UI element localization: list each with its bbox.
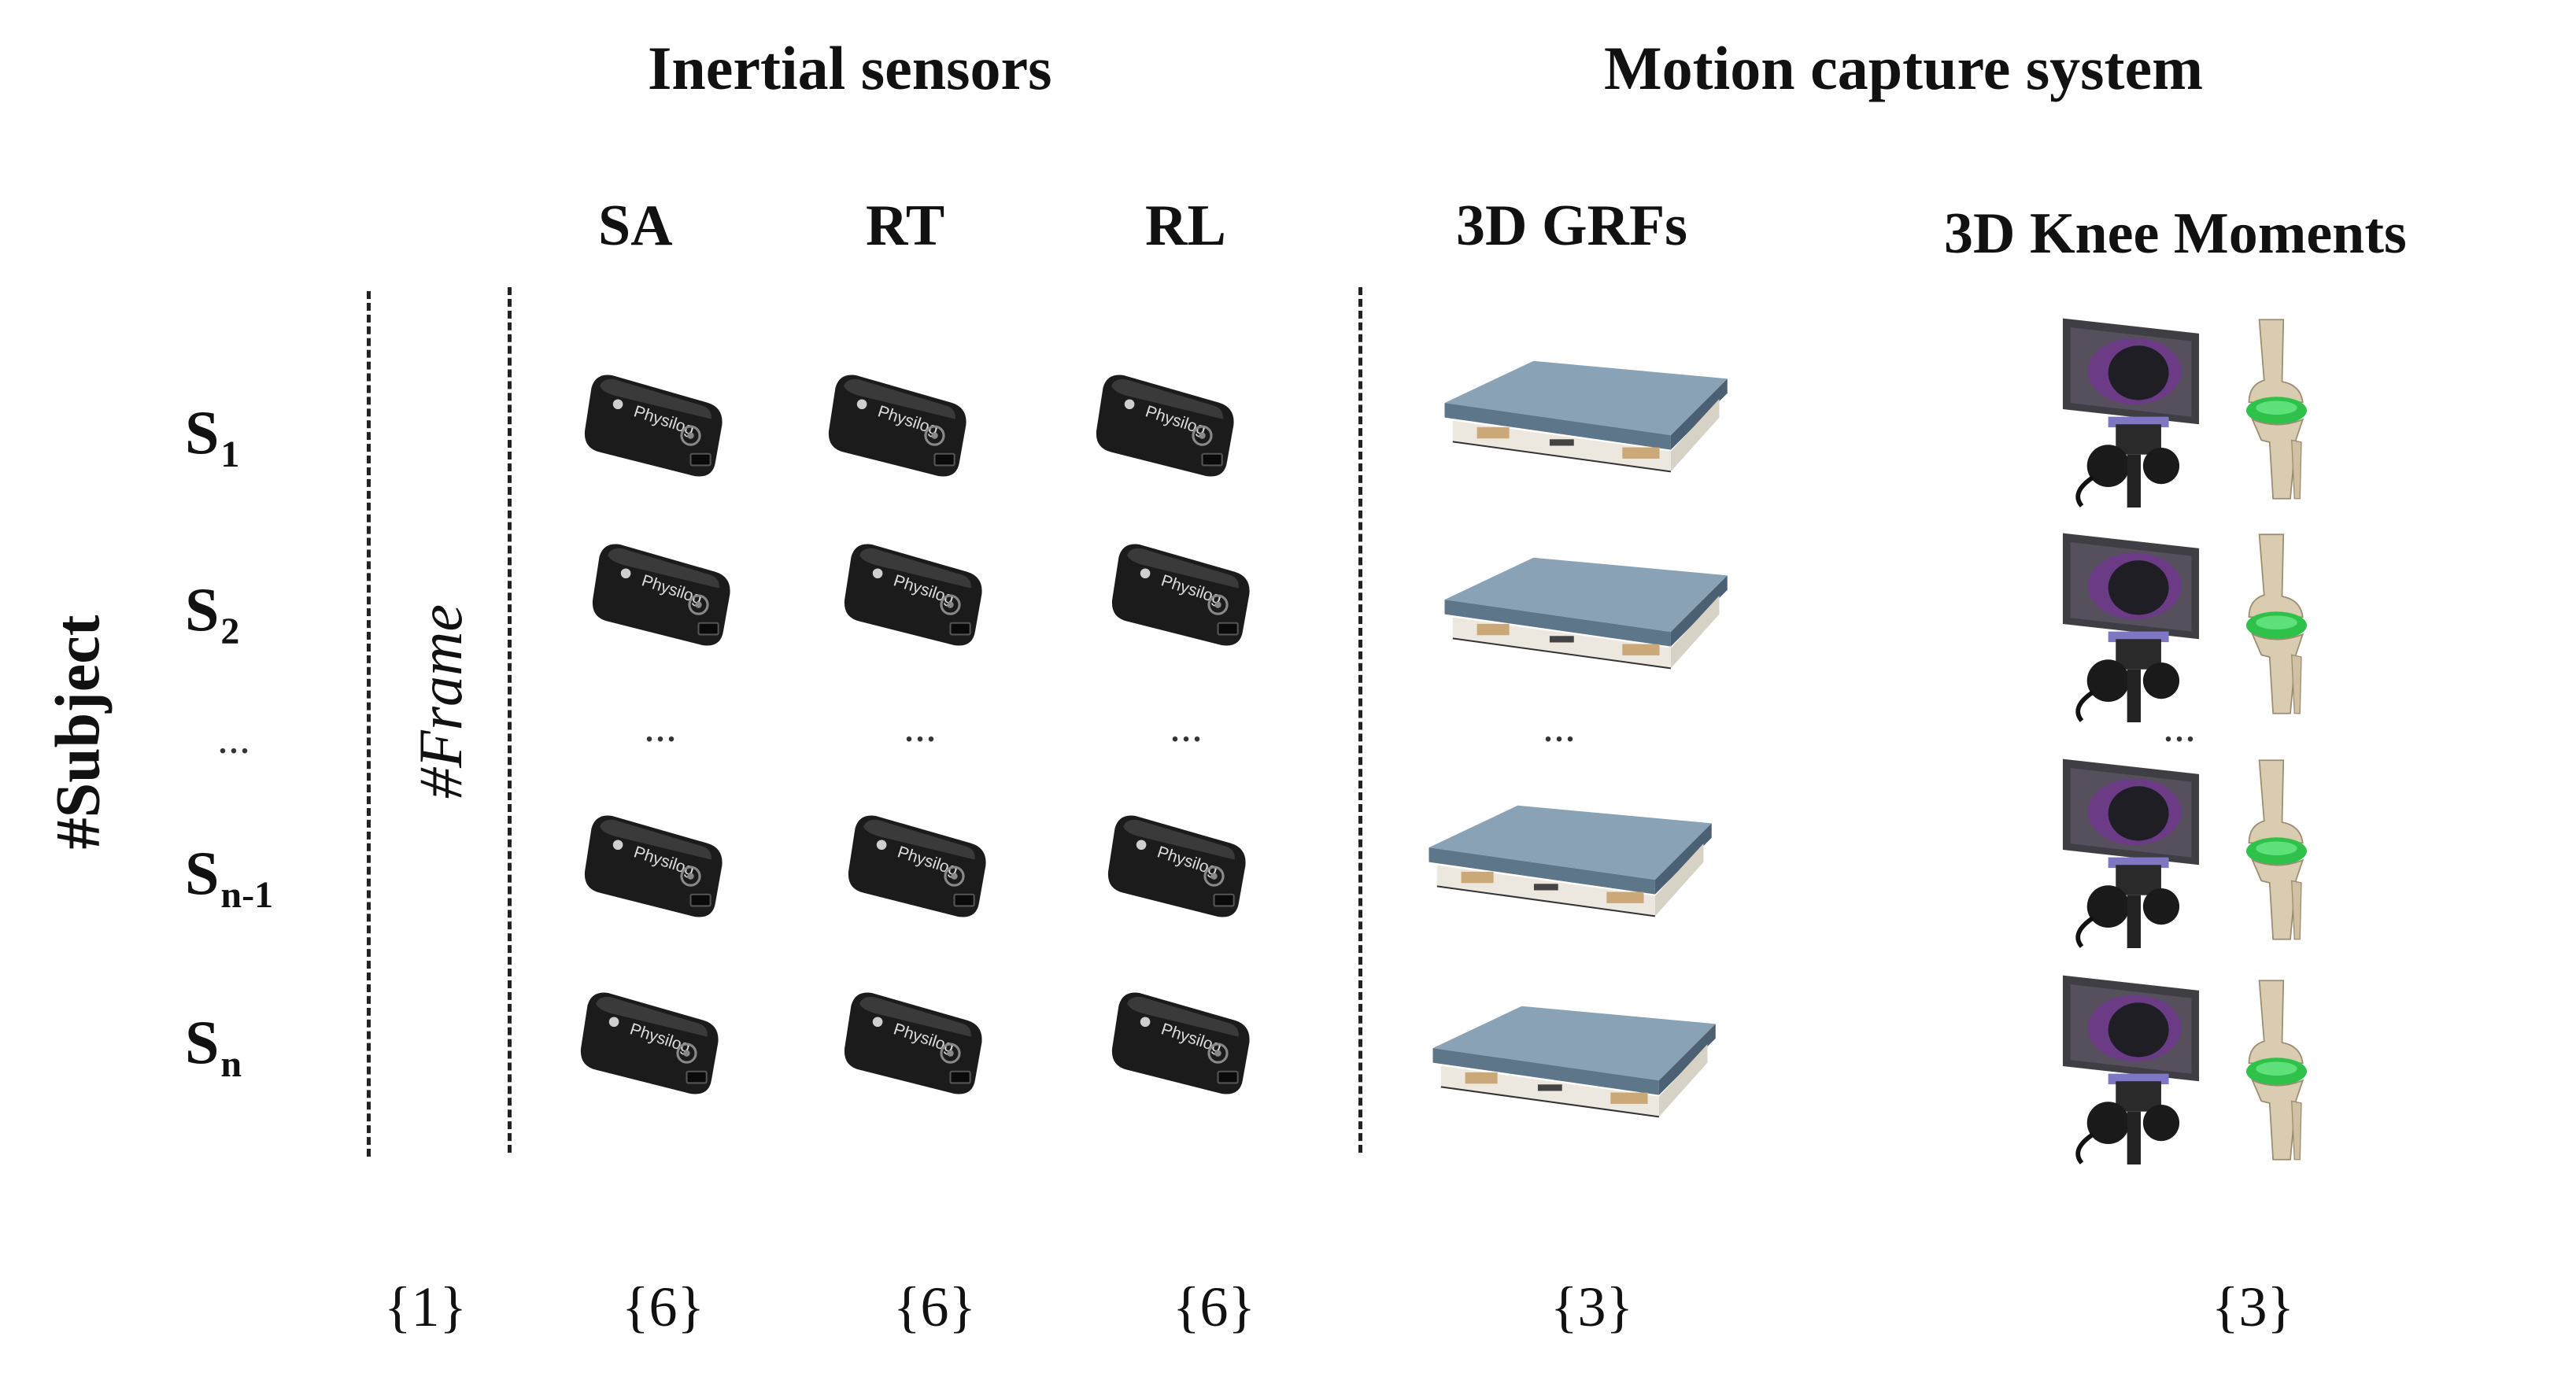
subject-axis-label: #Subject — [43, 615, 113, 850]
sensor-separator-line — [508, 287, 512, 1153]
imu-sensor-icon — [811, 354, 976, 496]
motion-capture-title: Motion capture system — [1604, 34, 2204, 102]
knee-joint-icon — [2235, 526, 2318, 722]
dimension-label-grf: {3} — [1550, 1275, 1634, 1338]
subject-ellipsis: ... — [219, 725, 252, 760]
force-plate-icon — [1428, 346, 1735, 484]
mocap-camera-icon — [2046, 751, 2216, 948]
imu-sensor-icon — [575, 523, 740, 665]
inertial-sensors-title: Inertial sensors — [648, 34, 1052, 102]
imu-sensor-icon — [567, 354, 732, 496]
subject-label-1: S1 — [185, 398, 240, 475]
imu-sensor-icon — [1078, 354, 1244, 496]
frame-axis-label: #Frame — [406, 604, 475, 799]
imu-sensor-icon — [1094, 972, 1259, 1113]
column-header-rt: RT — [866, 194, 945, 258]
row-ellipsis-grf: ... — [1544, 713, 1577, 748]
dimension-label-frame: {1} — [384, 1275, 468, 1338]
dimension-label-rt: {6} — [893, 1275, 977, 1338]
dimension-label-sa: {6} — [622, 1275, 705, 1338]
force-plate-icon — [1413, 791, 1720, 928]
row-ellipsis-knee: ... — [2164, 713, 2197, 748]
knee-joint-icon — [2235, 751, 2318, 948]
column-header-sa: SA — [598, 194, 673, 258]
column-header-rl: RL — [1145, 194, 1226, 258]
imu-sensor-icon — [1090, 795, 1255, 936]
imu-sensor-icon — [830, 795, 996, 936]
imu-sensor-icon — [826, 972, 992, 1113]
force-plate-icon — [1417, 991, 1724, 1129]
imu-sensor-icon — [563, 972, 728, 1113]
mocap-camera-icon — [2046, 968, 2216, 1164]
mocap-camera-icon — [2046, 311, 2216, 507]
row-ellipsis-rt: ... — [905, 713, 938, 748]
frame-separator-line — [367, 291, 371, 1157]
dimension-label-rl: {6} — [1173, 1275, 1256, 1338]
mocap-camera-icon — [2046, 526, 2216, 722]
subject-label-2: S2 — [185, 575, 240, 652]
row-ellipsis-sa: ... — [645, 713, 678, 748]
column-header-grf: 3D GRFs — [1456, 194, 1687, 258]
dimension-label-knee: {3} — [2212, 1275, 2295, 1338]
group-separator-line — [1358, 287, 1362, 1153]
force-plate-icon — [1428, 543, 1735, 681]
column-header-knee: 3D Knee Moments — [1944, 201, 2407, 266]
subject-label-n: Sn — [185, 1008, 242, 1085]
imu-sensor-icon — [567, 795, 732, 936]
imu-sensor-icon — [826, 523, 992, 665]
knee-joint-icon — [2235, 972, 2318, 1168]
imu-sensor-icon — [1094, 523, 1259, 665]
knee-joint-icon — [2235, 311, 2318, 507]
subject-label-n-1: Sn-1 — [185, 839, 274, 916]
row-ellipsis-rl: ... — [1171, 713, 1204, 748]
